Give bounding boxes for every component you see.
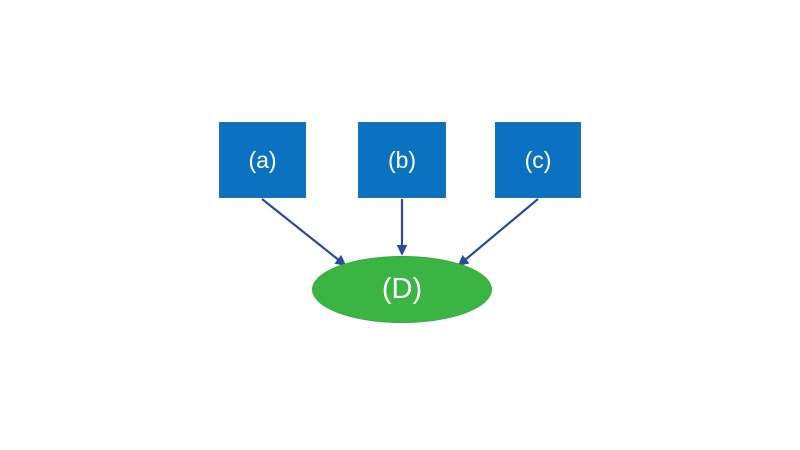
node-c[interactable]: (c) — [495, 122, 581, 198]
node-d-label: (D) — [381, 273, 423, 305]
node-d[interactable]: (D) — [312, 256, 492, 323]
edge-c-to-d — [457, 198, 539, 267]
edge-a-to-d — [261, 198, 347, 267]
node-b[interactable]: (b) — [358, 122, 446, 198]
node-a[interactable]: (a) — [219, 122, 306, 198]
node-a-label: (a) — [248, 146, 277, 173]
node-b-label: (b) — [387, 146, 417, 173]
node-c-label: (c) — [524, 146, 552, 173]
